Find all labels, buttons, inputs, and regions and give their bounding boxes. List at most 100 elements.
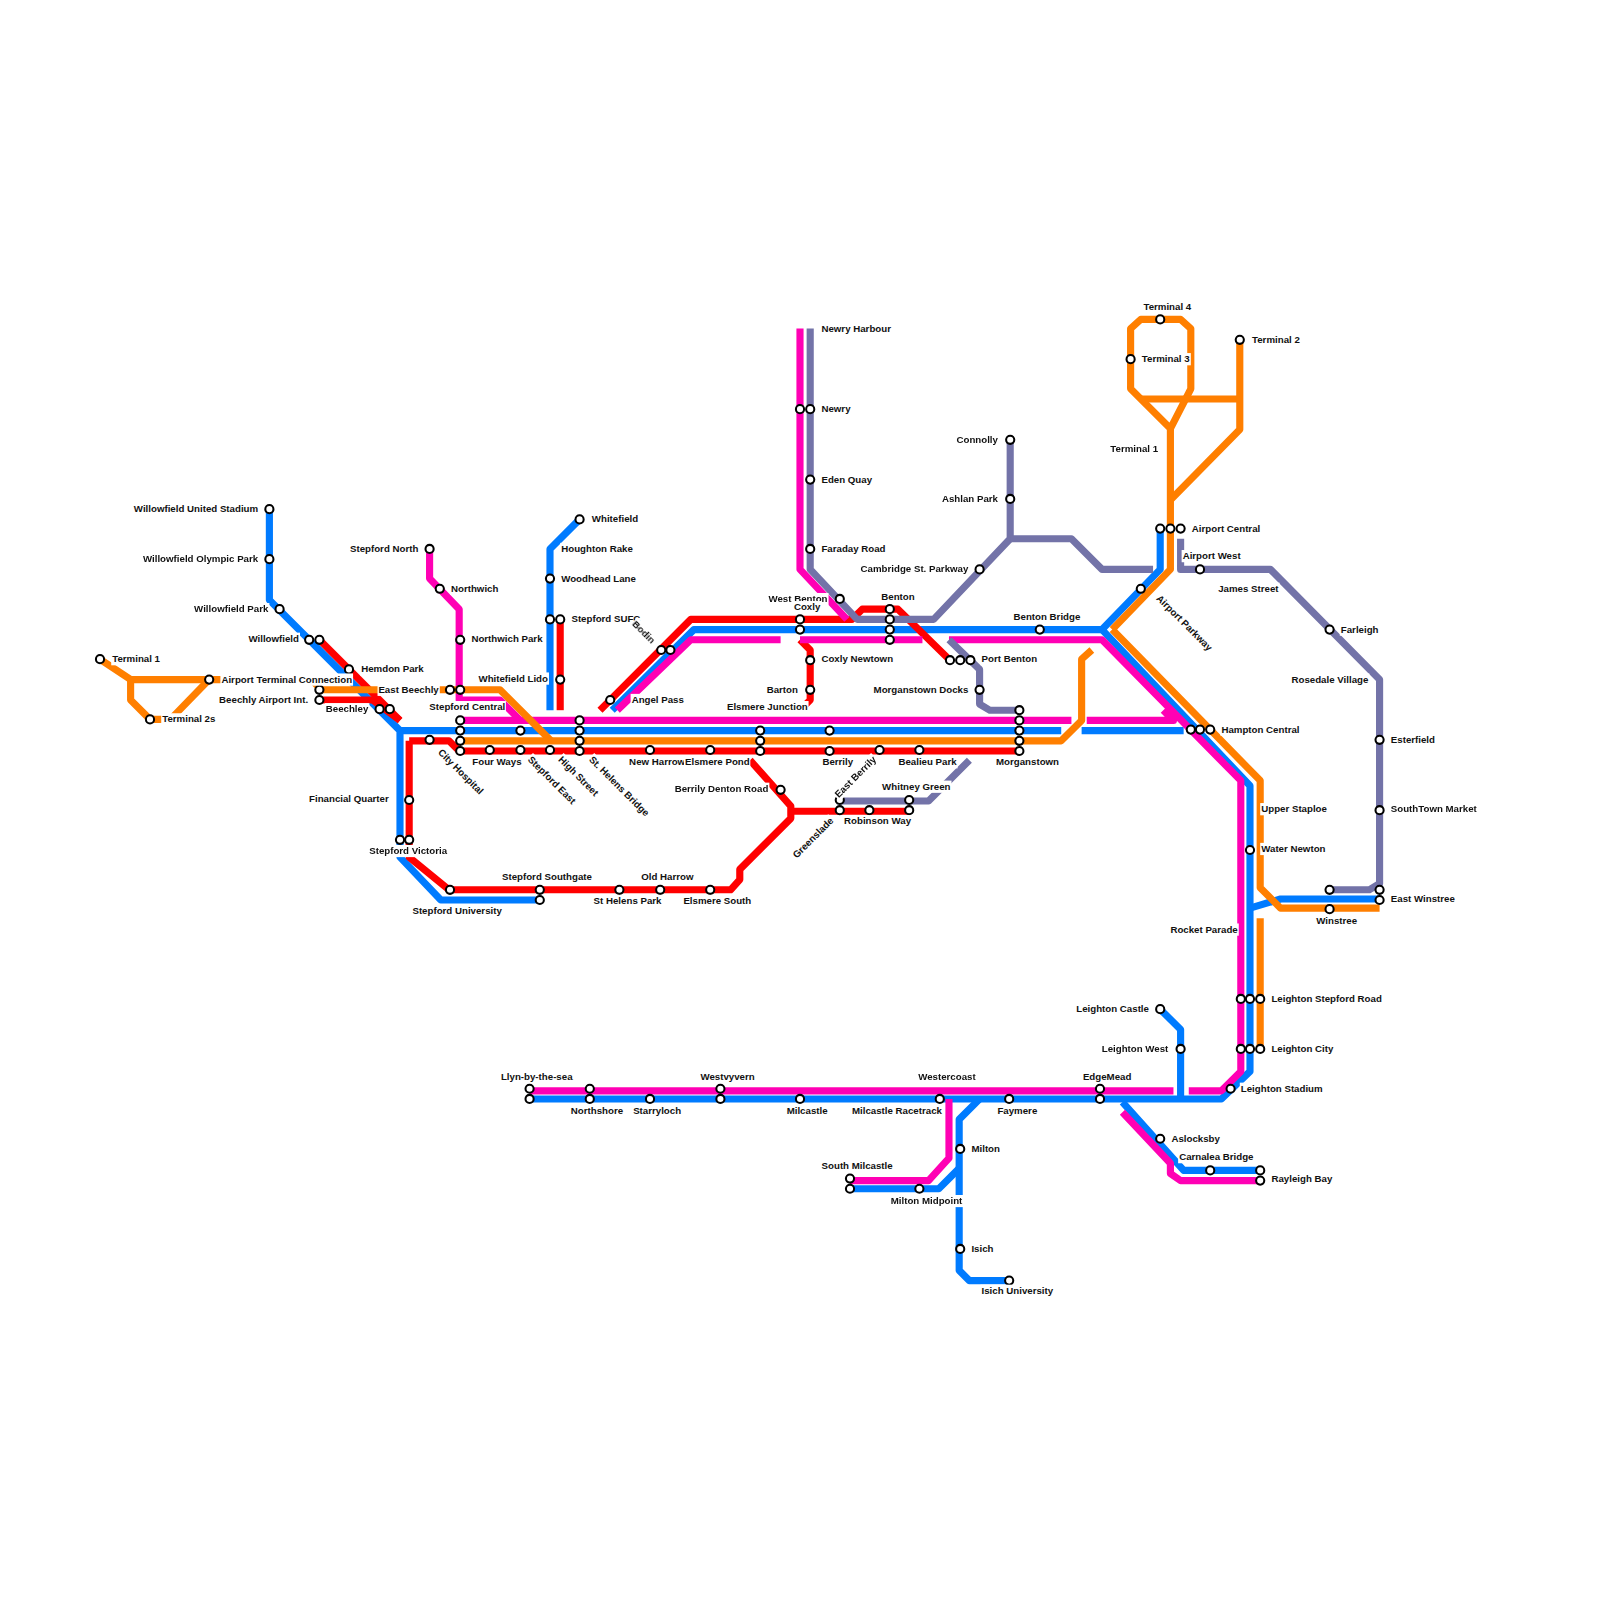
station-label: Willowfield United Stadium [133,503,259,515]
station-dot [1237,995,1245,1003]
route-line [810,329,1010,620]
station-dot [456,727,464,735]
station-label: East Beechly [377,684,439,696]
station-dot [1187,726,1195,734]
station-dot [756,737,764,745]
station-label: Berrily [821,756,854,768]
station-dot [386,705,394,713]
route-line [1082,727,1184,734]
station-label: Whitefield Lido [477,672,549,684]
station-label: Starryloch [632,1105,682,1117]
station-dot [1237,1045,1245,1053]
station-label: Whitefield [591,513,639,525]
station-dot [606,696,614,704]
station-dot [826,727,834,735]
station-dot [796,626,804,634]
station-label: Connolly [955,434,999,446]
station-dot [556,615,564,623]
station-dot [946,656,954,664]
route-line [100,659,209,719]
station-dot [826,747,834,755]
station-label: Milcastle Racetrack [851,1105,943,1117]
route-line [1257,918,1264,1049]
station-dot [756,727,764,735]
station-dot [1375,896,1383,904]
station-dot [146,715,154,723]
station-dot [586,1085,594,1093]
station-dot [486,746,494,754]
station-label: Terminal 2 [1251,334,1301,346]
station-dot [886,626,894,634]
route-line [269,509,538,900]
route-line [459,650,1092,741]
station-label: Angel Pass [631,694,685,706]
station-dot [315,636,323,644]
station-dot [1006,436,1014,444]
station-label: Greenslade [789,814,836,861]
station-dot [1256,1045,1264,1053]
station-dot [1206,1166,1214,1174]
station-label: Hemdon Park [360,663,425,675]
station-label: Northwich [450,583,499,595]
station-dot [777,786,785,794]
station-label: St Helens Park [593,895,663,907]
station-label: Elsmere South [682,895,752,907]
station-dot [1246,995,1254,1003]
station-dot [516,727,524,735]
station-label: Cambridge St. Parkway [860,563,970,575]
station-dot [1177,524,1185,532]
station-label: Westvyvern [699,1070,755,1082]
station-dot [1256,1177,1264,1185]
station-dot [1246,846,1254,854]
station-dot [1015,706,1023,714]
station-dot [1036,626,1044,634]
station-label: Beechly Airport Int. [218,694,309,706]
station-label: Benton [880,591,915,603]
station-dot [846,1174,854,1182]
station-label: Farleigh [1340,623,1380,635]
station-label: Faraday Road [820,543,886,555]
station-dot [1325,626,1333,634]
station-dot [456,737,464,745]
station-label: Leighton Stepford Road [1270,993,1382,1005]
station-dot [546,746,554,754]
station-label: Financial Quarter [308,793,390,805]
station-dot [96,655,104,663]
station-label: Airport West [1182,550,1242,562]
route-line [800,636,922,643]
station-dot [796,405,804,413]
station-label: Rayleigh Bay [1270,1172,1333,1184]
station-dot [276,605,284,613]
route-line [400,727,1061,734]
station-label: Bodin [629,618,659,648]
route-line [1010,539,1153,570]
station-dot [426,545,434,553]
station-dot [265,505,273,513]
station-label: Newry Harbour [820,322,892,334]
station-label: Elsmere Junction [726,701,809,713]
station-label: Beechley [325,703,370,715]
station-label: Milton Midpoint [890,1195,964,1207]
station-label: Leighton Castle [1075,1003,1150,1015]
station-dot [1177,1045,1185,1053]
route-line [791,808,908,815]
station-dot [1206,726,1214,734]
station-dot [405,836,413,844]
station-label: Esterfield [1390,734,1436,746]
station-dot [456,636,464,644]
station-dot [886,615,894,623]
route-line [1087,710,1174,720]
station-label: Port Benton [981,653,1039,665]
route-line [1122,1112,1260,1180]
station-dot [905,796,913,804]
station-label: Terminal 4 [1142,301,1192,313]
station-dot [1015,747,1023,755]
station-label: Northshore [570,1105,624,1117]
station-label: Stepford North [349,543,419,555]
station-label: Water Newton [1260,843,1326,855]
station-dot [1256,1166,1264,1174]
station-dot [1256,995,1264,1003]
station-label: Bealieu Park [897,756,957,768]
station-dot [1375,806,1383,814]
